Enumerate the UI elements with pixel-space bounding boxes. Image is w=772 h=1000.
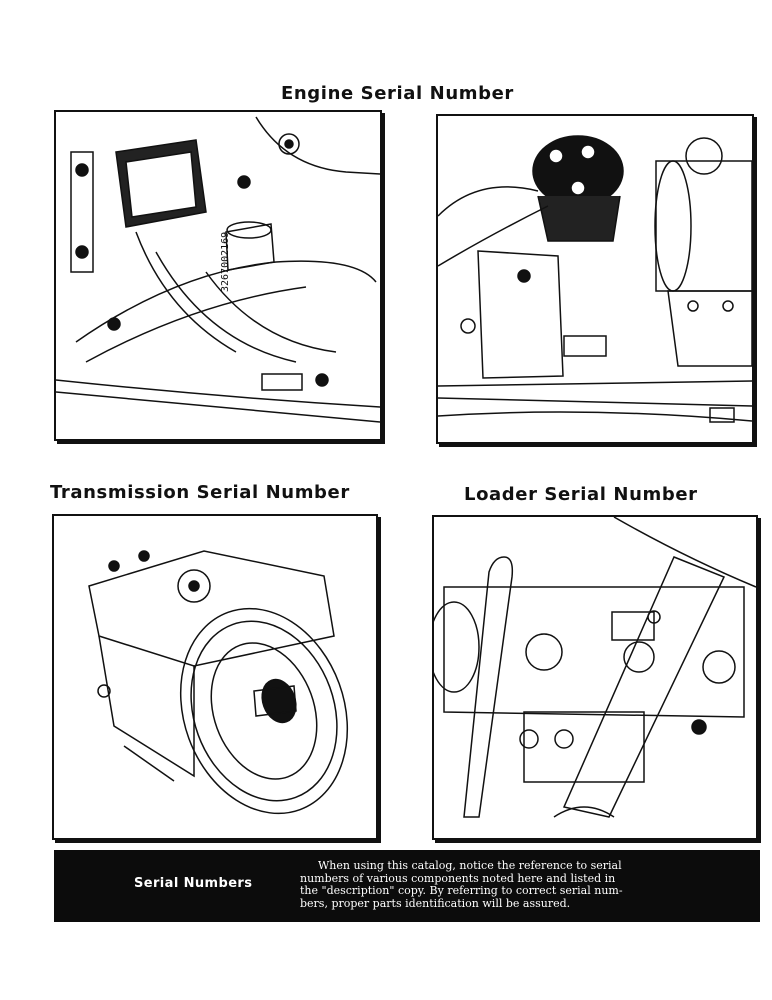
serial-numbers-note: Serial Numbers When using this catalog, …	[54, 850, 760, 922]
footer-description: When using this catalog, notice the refe…	[300, 859, 688, 910]
engine-serial-heading: Engine Serial Number	[281, 83, 514, 104]
footer-line: the "description" copy. By referring to …	[300, 884, 623, 897]
engine-serial-plate-text: 3267002169	[220, 232, 231, 292]
loader-photo	[432, 515, 758, 840]
engine-photo-right	[436, 114, 754, 444]
transmission-serial-heading: Transmission Serial Number	[50, 482, 350, 503]
footer-title: Serial Numbers	[134, 876, 253, 891]
footer-line: bers, proper parts identification will b…	[300, 896, 571, 910]
engine-photo-left: 3267002169	[54, 110, 382, 441]
footer-line: When using this catalog, notice the refe…	[318, 859, 622, 872]
transmission-photo	[52, 514, 378, 840]
loader-serial-heading: Loader Serial Number	[464, 484, 698, 505]
footer-line: numbers of various components noted here…	[300, 871, 616, 885]
